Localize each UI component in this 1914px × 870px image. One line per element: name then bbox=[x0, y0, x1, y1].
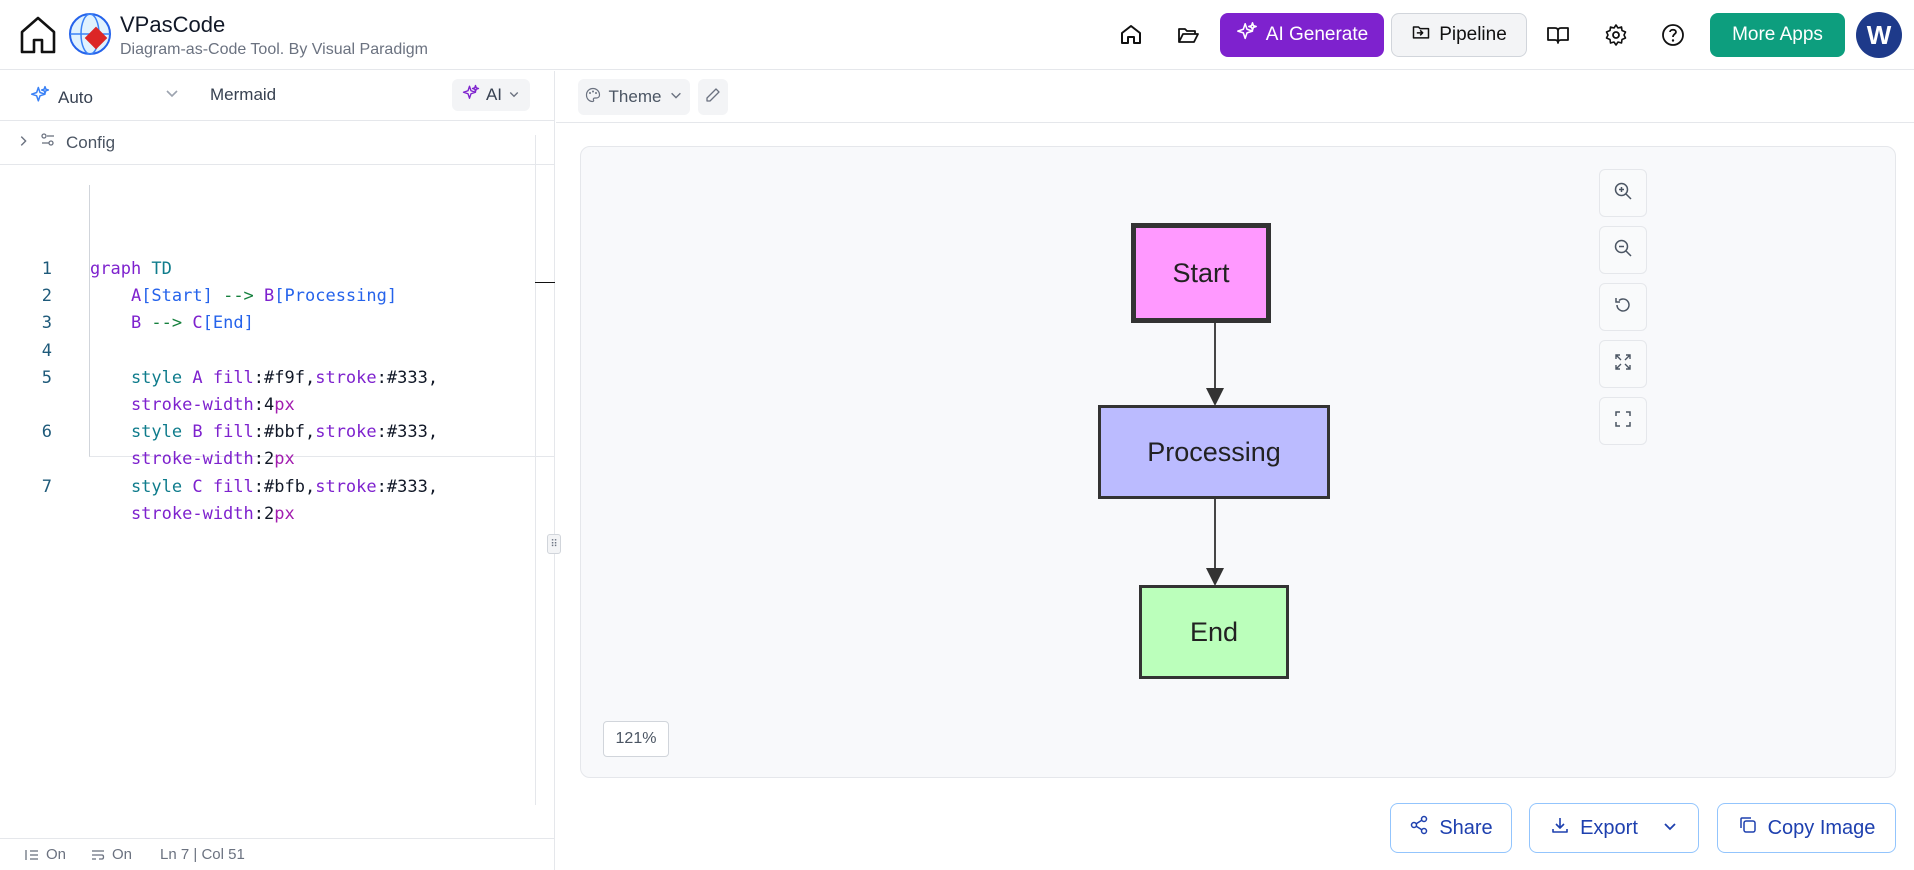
ai-generate-button[interactable]: AI Generate bbox=[1220, 13, 1384, 57]
line-numbers-toggle[interactable]: On bbox=[24, 846, 66, 863]
palette-icon bbox=[585, 87, 601, 108]
chevron-down-icon bbox=[669, 87, 683, 107]
line-number: 4 bbox=[41, 340, 52, 361]
node-processing[interactable]: Processing bbox=[1098, 405, 1330, 499]
line-number: 7 bbox=[41, 476, 52, 497]
line-number: 6 bbox=[41, 422, 52, 443]
diagram-edges bbox=[1206, 323, 1224, 586]
code-line[interactable]: graph TD bbox=[90, 259, 172, 279]
line-number: 1 bbox=[41, 259, 52, 279]
copy-icon bbox=[1738, 815, 1758, 841]
rotate-ccw-icon bbox=[1613, 295, 1633, 320]
preview-toolbar: Theme bbox=[556, 71, 1914, 123]
diagram-canvas[interactable]: Start Processing End 121% bbox=[580, 146, 1896, 778]
node-start[interactable]: Start bbox=[1131, 223, 1271, 323]
share-button[interactable]: Share bbox=[1390, 803, 1512, 853]
fullscreen-icon bbox=[1613, 409, 1633, 434]
mode-selector[interactable]: Auto bbox=[30, 85, 93, 110]
wrap-text-icon bbox=[90, 847, 106, 863]
book-icon[interactable] bbox=[1541, 18, 1575, 52]
folder-input-icon bbox=[1411, 22, 1431, 48]
copy-image-label: Copy Image bbox=[1767, 816, 1876, 839]
maximize-arrows-icon bbox=[1613, 352, 1633, 377]
zoom-in-button[interactable] bbox=[1599, 169, 1647, 217]
code-line[interactable]: stroke-width:4px bbox=[90, 395, 295, 415]
line-number: 2 bbox=[41, 286, 52, 307]
sparkles-icon bbox=[30, 85, 50, 110]
config-label: Config bbox=[66, 132, 116, 152]
chevron-right-icon bbox=[16, 133, 30, 153]
pipeline-label: Pipeline bbox=[1439, 24, 1507, 45]
active-line-block bbox=[89, 185, 555, 457]
more-apps-button[interactable]: More Apps bbox=[1710, 13, 1845, 57]
home-icon[interactable] bbox=[1114, 18, 1148, 52]
code-line[interactable]: stroke-width:2px bbox=[90, 503, 295, 524]
code-line[interactable]: style A fill:#f9f,stroke:#333, bbox=[90, 367, 439, 388]
editor-toolbar: Auto Mermaid AI bbox=[0, 71, 555, 121]
zoom-in-icon bbox=[1613, 181, 1633, 206]
code-line[interactable]: A[Start] --> B[Processing] bbox=[90, 286, 398, 307]
folder-open-icon[interactable] bbox=[1171, 18, 1205, 52]
pencil-icon bbox=[705, 87, 721, 108]
sparkles-icon bbox=[462, 84, 480, 107]
pipeline-button[interactable]: Pipeline bbox=[1391, 13, 1527, 57]
minimap-cursor bbox=[535, 282, 555, 283]
export-button[interactable]: Export bbox=[1529, 803, 1699, 853]
reset-view-button[interactable] bbox=[1599, 283, 1647, 331]
edit-pencil-button[interactable] bbox=[698, 79, 728, 115]
zoom-out-icon bbox=[1613, 238, 1633, 263]
list-ordered-icon bbox=[24, 847, 40, 863]
code-line[interactable]: style B fill:#bbf,stroke:#333, bbox=[90, 422, 439, 443]
fit-to-screen-button[interactable] bbox=[1599, 340, 1647, 388]
app-header: VPasCode Diagram-as-Code Tool. By Visual… bbox=[0, 0, 1914, 70]
word-wrap-toggle[interactable]: On bbox=[90, 846, 132, 863]
code-line[interactable]: stroke-width:2px bbox=[90, 449, 295, 470]
line-numbers-state: On bbox=[46, 846, 67, 863]
code-editor-pane: Auto Mermaid AI Config 1 graph TD 2 A[Star… bbox=[0, 71, 561, 870]
mode-label: Auto bbox=[58, 87, 93, 107]
ai-assist-button[interactable]: AI bbox=[452, 79, 530, 111]
word-wrap-state: On bbox=[112, 846, 133, 863]
chevron-down-icon[interactable] bbox=[164, 85, 180, 106]
fullscreen-button[interactable] bbox=[1599, 397, 1647, 445]
download-icon bbox=[1550, 815, 1570, 841]
editor-status-bar: On On Ln 7 | Col 51 bbox=[0, 838, 555, 870]
share-label: Share bbox=[1439, 816, 1493, 839]
settings-gear-icon[interactable] bbox=[1599, 18, 1633, 52]
config-toggle[interactable]: Config bbox=[0, 121, 555, 165]
code-line[interactable]: B --> C[End] bbox=[90, 313, 254, 334]
theme-dropdown[interactable]: Theme bbox=[578, 79, 690, 115]
chevron-down-icon bbox=[1662, 817, 1678, 840]
app-title: VPasCode bbox=[120, 12, 226, 37]
code-editor[interactable]: 1 graph TD 2 A[Start] --> B[Processing] 3 B… bbox=[0, 179, 535, 829]
ai-generate-label: AI Generate bbox=[1265, 24, 1369, 45]
chevron-down-icon bbox=[508, 85, 520, 105]
app-subtitle: Diagram-as-Code Tool. By Visual Paradigm bbox=[120, 41, 428, 58]
node-end[interactable]: End bbox=[1139, 585, 1289, 679]
home-logo-icon[interactable] bbox=[16, 12, 60, 56]
sliders-icon bbox=[40, 132, 56, 153]
share-icon bbox=[1409, 815, 1429, 841]
code-line[interactable]: style C fill:#bfb,stroke:#333, bbox=[90, 476, 439, 497]
editor-scroll-gutter bbox=[535, 135, 536, 805]
line-number: 5 bbox=[41, 367, 52, 388]
export-label: Export bbox=[1580, 816, 1638, 839]
pane-resize-handle[interactable]: ⠿ bbox=[547, 534, 561, 554]
user-avatar[interactable]: W bbox=[1856, 12, 1902, 58]
zoom-out-button[interactable] bbox=[1599, 226, 1647, 274]
cursor-position: Ln 7 | Col 51 bbox=[160, 846, 245, 863]
language-label[interactable]: Mermaid bbox=[210, 85, 277, 104]
vpascode-logo-icon bbox=[68, 12, 112, 56]
theme-label: Theme bbox=[608, 87, 662, 106]
help-icon[interactable] bbox=[1656, 18, 1690, 52]
copy-image-button[interactable]: Copy Image bbox=[1717, 803, 1896, 853]
sparkles-icon bbox=[1236, 21, 1258, 49]
zoom-level-indicator: 121% bbox=[603, 721, 669, 757]
line-number: 3 bbox=[41, 313, 52, 334]
ai-assist-label: AI bbox=[485, 85, 503, 104]
